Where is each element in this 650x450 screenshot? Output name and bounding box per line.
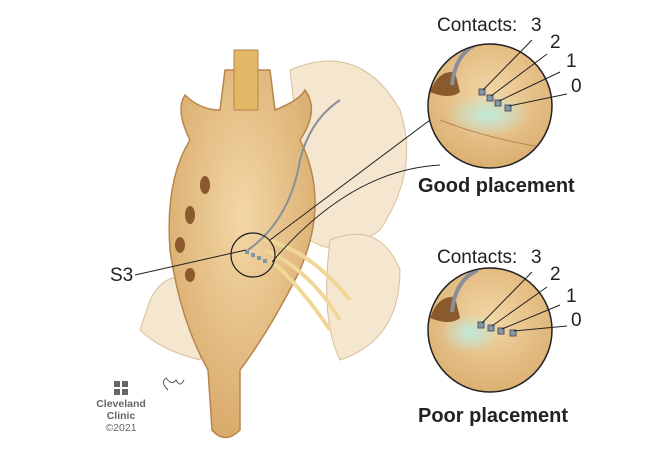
good-contact-3: 3 bbox=[531, 15, 542, 36]
pelvis bbox=[139, 60, 408, 361]
sacral-nerves bbox=[264, 238, 352, 332]
cleveland-clinic-logo-icon bbox=[114, 381, 128, 395]
s3-label: S3 bbox=[110, 265, 134, 286]
good-contact-2: 2 bbox=[550, 32, 561, 53]
good-contacts-label: Contacts: bbox=[437, 15, 518, 36]
logo-line1: Cleveland bbox=[96, 398, 146, 410]
poor-contact-3: 3 bbox=[531, 247, 542, 268]
s3-pointer bbox=[134, 249, 247, 276]
poor-placement-caption: Poor placement bbox=[418, 405, 569, 427]
poor-contact-1: 1 bbox=[566, 286, 577, 307]
lead-wire bbox=[247, 99, 341, 251]
cleveland-clinic-logo: Cleveland Clinic ©2021 bbox=[86, 398, 156, 434]
electrode-contacts bbox=[245, 250, 267, 263]
poor-contact-2: 2 bbox=[550, 264, 561, 285]
artist-signature bbox=[162, 377, 185, 391]
poor-contacts-label: Contacts: bbox=[437, 247, 518, 268]
logo-line2: Clinic bbox=[106, 410, 136, 422]
s3-callout-circle bbox=[230, 232, 276, 278]
copyright: ©2021 bbox=[105, 422, 137, 434]
good-contact-1: 1 bbox=[566, 51, 577, 72]
poor-contact-0: 0 bbox=[571, 310, 582, 331]
good-placement-caption: Good placement bbox=[418, 175, 575, 197]
good-placement-zoom bbox=[427, 39, 568, 169]
good-contact-0: 0 bbox=[571, 76, 582, 97]
sacrum bbox=[168, 49, 316, 439]
poor-placement-zoom bbox=[427, 267, 568, 393]
callout-line-top bbox=[269, 119, 441, 263]
